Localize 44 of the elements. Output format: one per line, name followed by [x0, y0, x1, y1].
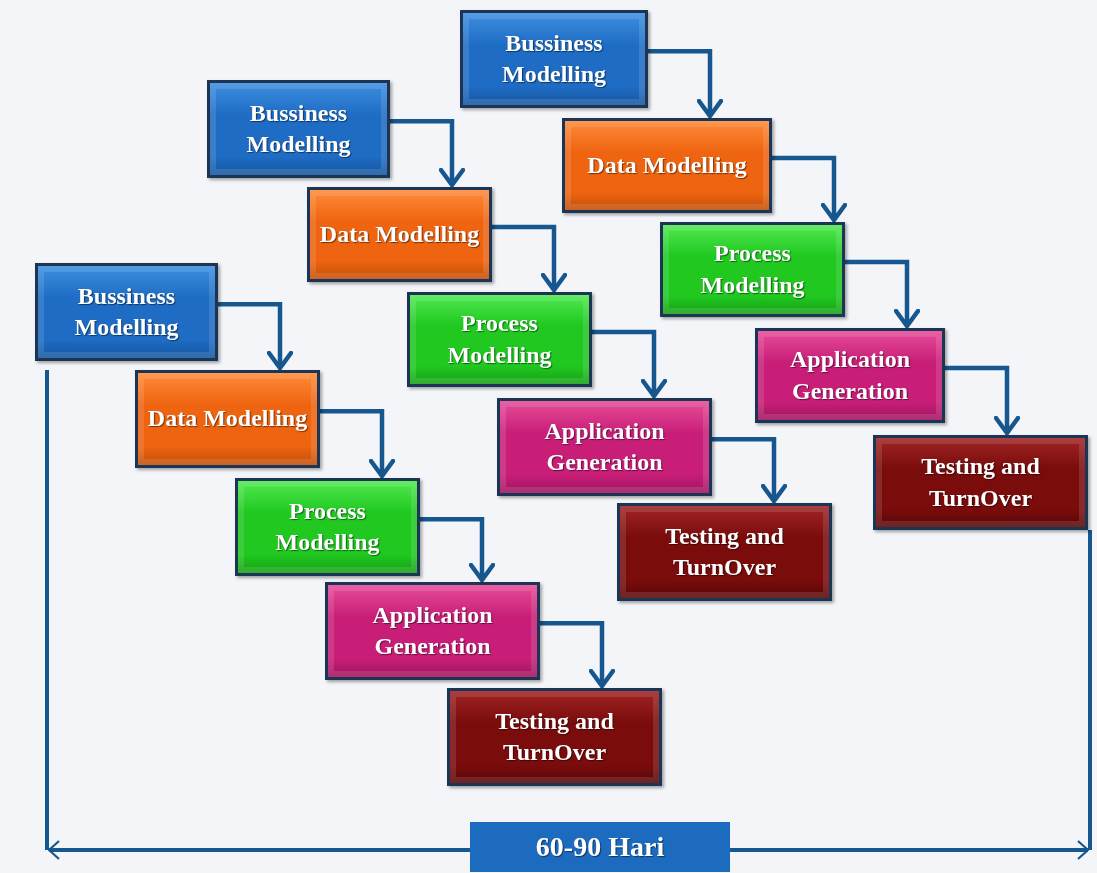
- step-label: Testing and TurnOver: [494, 706, 615, 767]
- process-box: [135, 370, 320, 468]
- arrow: [540, 620, 616, 689]
- step-label: Application Generation: [789, 345, 911, 406]
- step-label: Testing and TurnOver: [920, 452, 1041, 513]
- step-label: Data Modelling: [318, 219, 481, 249]
- step-label: Process Modelling: [446, 309, 553, 370]
- process-box: [755, 328, 945, 423]
- process-box: [235, 478, 420, 576]
- process-box: [562, 118, 772, 213]
- arrow: [492, 224, 568, 293]
- process-box: [873, 435, 1088, 530]
- process-box: [460, 10, 648, 108]
- arrow: [945, 365, 1021, 436]
- process-box: [660, 222, 845, 317]
- process-box: [617, 503, 832, 601]
- arrow: [420, 516, 496, 583]
- arrow: [592, 329, 668, 399]
- arrow: [320, 408, 396, 479]
- arrow: [218, 301, 294, 371]
- step-label: Process Modelling: [274, 496, 381, 557]
- step-label: Process Modelling: [699, 239, 806, 300]
- process-box: [325, 582, 540, 680]
- step-label: Bussiness Modelling: [245, 98, 352, 159]
- duration-label-box: [470, 822, 730, 872]
- step-label: Data Modelling: [146, 404, 309, 434]
- process-box: [35, 263, 218, 361]
- process-box: [207, 80, 390, 178]
- process-box: [447, 688, 662, 786]
- process-box: [407, 292, 592, 387]
- arrow: [712, 436, 788, 504]
- step-label: Data Modelling: [586, 150, 748, 180]
- arrow: [845, 259, 921, 329]
- step-label: Application Generation: [543, 416, 666, 477]
- step-label: Testing and TurnOver: [664, 521, 785, 582]
- arrow: [390, 118, 466, 188]
- arrow: [648, 48, 724, 119]
- step-label: 60-90 Hari: [534, 829, 666, 864]
- process-box: [307, 187, 492, 282]
- step-label: Bussiness Modelling: [73, 281, 180, 342]
- step-label: Application Generation: [371, 600, 494, 661]
- step-label: Bussiness Modelling: [501, 28, 607, 89]
- process-box: [497, 398, 712, 496]
- arrow: [772, 155, 848, 223]
